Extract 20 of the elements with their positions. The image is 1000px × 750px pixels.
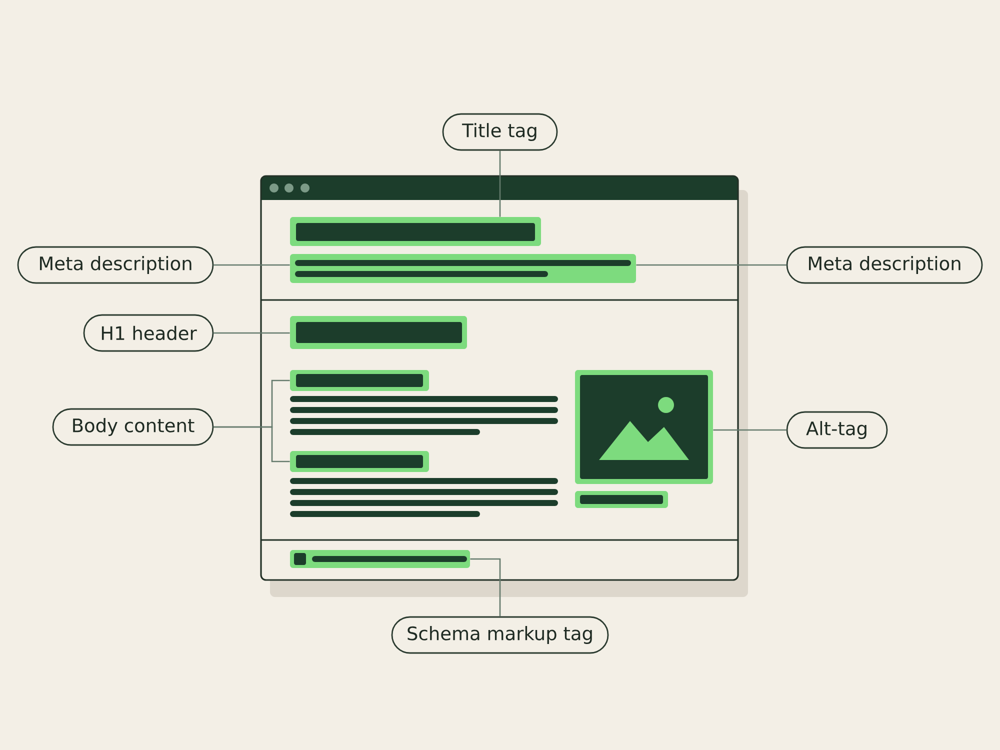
highlighted-footer-bar [290,550,470,568]
label-pill: Title tag [442,113,558,151]
leader-line [499,150,501,217]
label-pill: H1 header [83,314,214,352]
leader-line [713,429,786,431]
label-pill: Body content [52,408,214,446]
label-pill: Meta description [786,246,983,284]
label-pill: Alt-tag [786,411,888,449]
highlighted-title-bar [290,217,541,246]
highlighted-subheading-bar [290,451,429,472]
highlighted-subheading-bar [290,370,429,391]
leader-line [636,264,786,266]
leader-line [470,558,501,616]
leader-line [214,332,290,334]
label-pill: Meta description [17,246,214,284]
leader-line [214,264,290,266]
highlighted-description-bar [290,254,636,283]
leader-line [214,426,290,462]
highlighted-heading-bar [290,316,467,349]
label-pill: Schema markup tag [391,616,609,654]
